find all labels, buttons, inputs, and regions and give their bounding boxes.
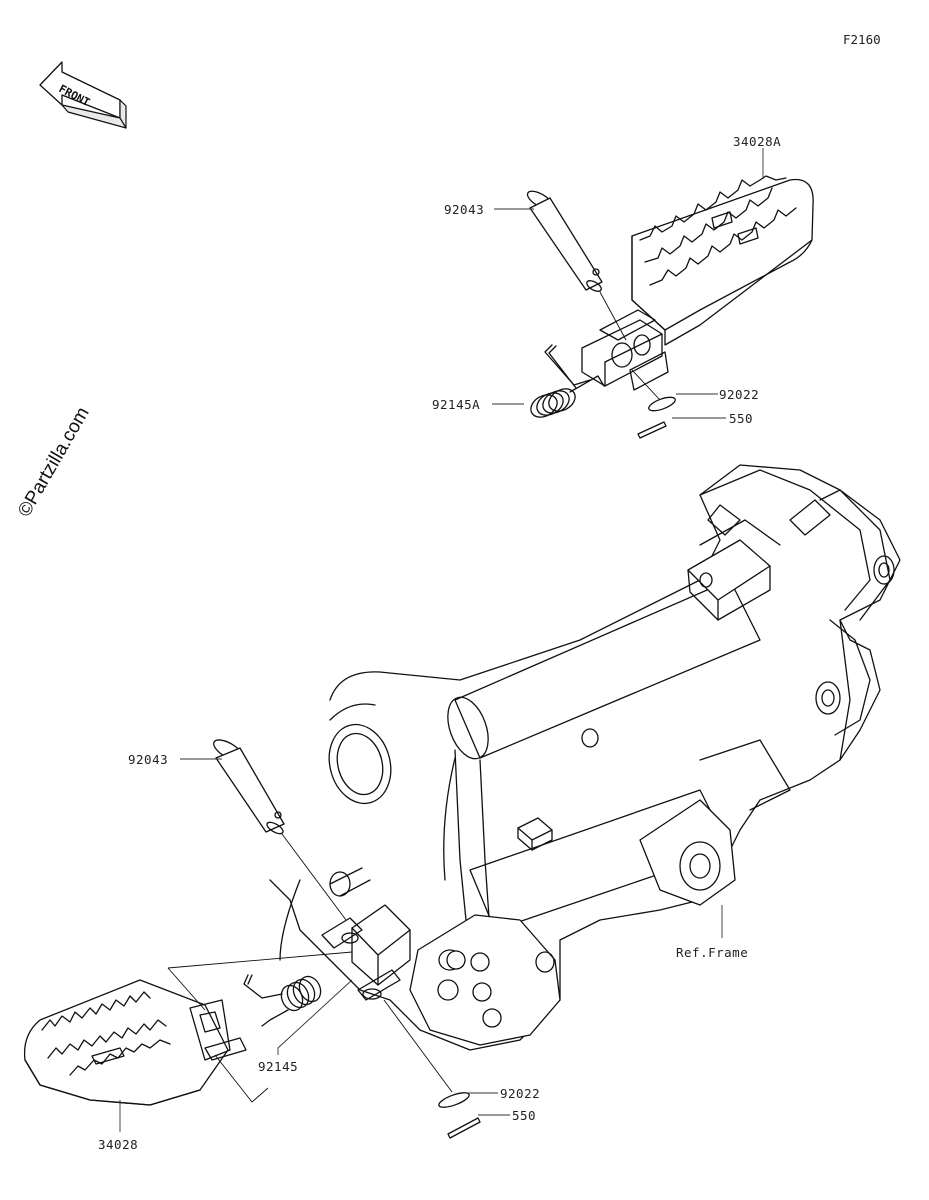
label-550-left: 550	[512, 1108, 536, 1123]
cotter-pin-right	[637, 421, 667, 439]
label-92022-right: 92022	[719, 387, 759, 402]
washer-right	[648, 396, 676, 412]
label-ref-frame: Ref.Frame	[676, 945, 748, 960]
footpeg-right-assembly: 34028A 92043 92145A 92022 550	[432, 134, 814, 439]
figure-code: F2160	[843, 32, 881, 47]
footpeg-left-bracket	[321, 904, 411, 1001]
label-550-right: 550	[729, 411, 753, 426]
cotter-pin-left	[447, 1117, 481, 1139]
front-arrow-icon: FRONT	[39, 61, 127, 129]
pin-left	[213, 739, 347, 921]
washer-left	[438, 1092, 470, 1108]
label-34028A: 34028A	[733, 134, 781, 149]
spring-right	[530, 344, 605, 418]
watermark: ©Partzilla.com	[14, 404, 94, 521]
footpeg-left	[23, 979, 247, 1106]
footpeg-left-assembly: 92043 34028 92145 92022 550	[23, 739, 540, 1152]
label-92043-right: 92043	[444, 202, 484, 217]
label-92022-left: 92022	[500, 1086, 540, 1101]
footpeg-right-bracket	[581, 309, 669, 391]
label-34028: 34028	[98, 1137, 138, 1152]
label-92043-left: 92043	[128, 752, 168, 767]
spring-left	[243, 974, 322, 1027]
pin-right	[526, 190, 627, 341]
frame	[269, 464, 901, 1051]
footpeg-right	[631, 175, 814, 346]
label-92145: 92145	[258, 1059, 298, 1074]
label-92145A: 92145A	[432, 397, 480, 412]
